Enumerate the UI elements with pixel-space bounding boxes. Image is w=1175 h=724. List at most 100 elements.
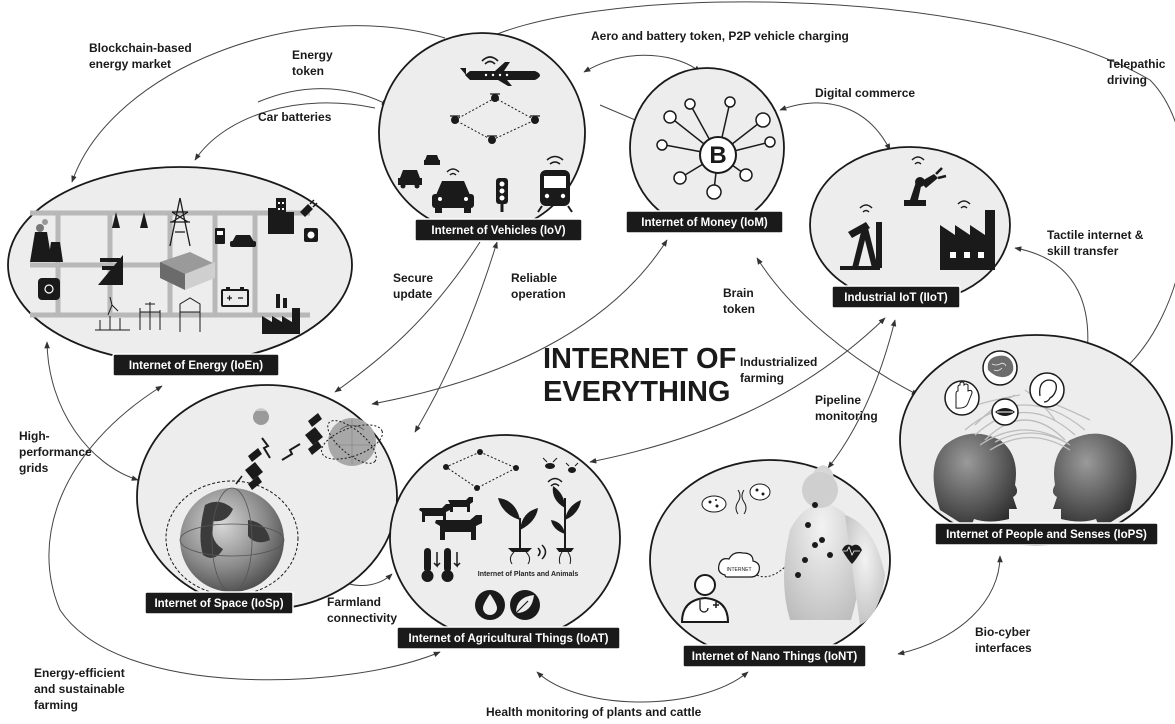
circuit-chip-icon	[38, 278, 60, 300]
doctor-icon	[680, 574, 730, 623]
label-blockchain-1: Blockchain-based	[89, 41, 192, 55]
link-blockchain-arc	[71, 25, 446, 183]
iosp-icons	[165, 408, 383, 596]
label-iom: Internet of Money (IoM)	[625, 210, 784, 234]
center-title: INTERNET OF EVERYTHING	[543, 343, 736, 408]
link-iov-iom	[599, 104, 641, 123]
label-secure-update-1: Secure	[393, 271, 433, 285]
brain-icon	[982, 350, 1018, 386]
signal-icon	[537, 477, 563, 560]
label-digital-commerce: Digital commerce	[815, 86, 915, 100]
label-ioat: Internet of Agricultural Things (IoAT)	[396, 626, 621, 650]
label-industrialized-2: farming	[740, 371, 784, 385]
link-labels: Blockchain-based energy market Energy to…	[19, 29, 1166, 719]
label-industrialized-1: Industrialized	[740, 355, 817, 369]
label-secure-update-2: update	[393, 287, 433, 301]
node-labels: Internet of Vehicles (IoV) Internet of M…	[112, 210, 1159, 668]
label-high-perf-1: High-	[19, 429, 50, 443]
iiot-bubble	[809, 146, 1011, 304]
label-energy-efficient-2: and sustainable	[34, 682, 125, 696]
link-pipeline-arc	[827, 319, 897, 469]
link-energy-efficient-arc	[48, 385, 441, 681]
ioat-icons: Internet of Plants and Animals	[419, 449, 581, 620]
ear-icon	[1029, 372, 1065, 408]
label-farmland-2: connectivity	[327, 611, 397, 625]
label-reliable-1: Reliable	[511, 271, 557, 285]
label-pipeline-2: monitoring	[815, 409, 878, 423]
iont-title: Internet of Nano Things (IoNT)	[692, 651, 858, 663]
ev-charger-icon	[215, 228, 256, 247]
link-high-perf-arc	[44, 341, 139, 481]
iom-title: Internet of Money (IoM)	[641, 217, 768, 229]
center-title-line-2: EVERYTHING	[543, 376, 730, 408]
link-iov-iosp	[334, 241, 481, 393]
wind-turbine-icon	[112, 212, 148, 228]
label-energy-token-1: Energy	[292, 48, 333, 62]
iops-bubble	[899, 334, 1173, 546]
factory-icon	[940, 200, 995, 270]
city-icon	[268, 198, 294, 234]
label-energy-token-2: token	[292, 64, 324, 78]
label-energy-efficient-1: Energy-efficient	[34, 666, 125, 680]
link-bio-cyber-arc	[897, 555, 1003, 656]
label-iops: Internet of People and Senses (IoPS)	[934, 522, 1159, 546]
bacteria-icon	[701, 483, 771, 515]
car-small-icon	[398, 155, 440, 189]
svg-text:B: B	[709, 142, 726, 169]
connections	[44, 1, 1175, 703]
bitcoin-network-icon: B	[656, 96, 776, 200]
earth-globe-icon	[165, 480, 299, 596]
satellite-icon	[235, 413, 323, 490]
oil-pump-icon	[840, 204, 882, 270]
link-health-arc	[536, 671, 749, 703]
car-icon	[432, 168, 474, 213]
dam-icon	[98, 255, 123, 285]
label-iont: Internet of Nano Things (IoNT)	[682, 644, 867, 668]
leaf-icon	[510, 590, 540, 620]
link-telepathic-arc	[474, 1, 1175, 383]
internet-cloud-icon: INTERNET	[718, 552, 786, 578]
center-title-line-1: INTERNET OF	[543, 343, 736, 375]
ioat-bubble	[389, 434, 621, 642]
internet-cloud-label: INTERNET	[727, 567, 752, 573]
iops-title: Internet of People and Senses (IoPS)	[946, 529, 1147, 541]
small-planet-icon	[253, 408, 269, 425]
label-telepathic-2: driving	[1107, 73, 1147, 87]
label-farmland-1: Farmland	[327, 595, 381, 609]
label-reliable-2: operation	[511, 287, 566, 301]
label-brain-token-2: token	[723, 302, 755, 316]
iiot-title: Industrial IoT (IIoT)	[844, 292, 948, 304]
label-car-batteries: Car batteries	[258, 110, 332, 124]
mouth-icon	[991, 398, 1019, 426]
label-blockchain-2: energy market	[89, 57, 171, 71]
robot-arm-icon	[904, 156, 947, 206]
plant-icon	[498, 498, 538, 565]
label-pipeline-1: Pipeline	[815, 393, 861, 407]
drone-swarm-icon-2	[443, 449, 519, 491]
drone-swarm-icon	[450, 93, 540, 144]
solar-field-icon	[95, 296, 130, 331]
label-iiot: Industrial IoT (IIoT)	[831, 285, 961, 309]
cattle-icon	[419, 497, 482, 540]
head-right-icon	[1052, 433, 1137, 529]
label-tactile-1: Tactile internet &	[1047, 228, 1144, 242]
link-car-batteries-arc	[194, 102, 376, 161]
iont-icons: INTERNET	[680, 465, 885, 625]
industry-icon	[262, 294, 300, 334]
iiot-icons	[840, 156, 995, 270]
link-digital-commerce-arc	[779, 102, 891, 151]
iops-icons	[933, 350, 1137, 529]
label-tactile-2: skill transfer	[1047, 244, 1119, 258]
label-ioen: Internet of Energy (IoEn)	[112, 353, 280, 377]
traffic-light-icon	[496, 178, 508, 212]
battery-icon	[221, 287, 249, 307]
label-iov: Internet of Vehicles (IoV)	[414, 218, 583, 242]
nuclear-plant-icon	[30, 219, 63, 262]
train-icon	[537, 155, 573, 213]
human-body-icon	[784, 465, 885, 625]
label-telepathic-1: Telepathic	[1107, 57, 1166, 71]
label-brain-token-1: Brain	[723, 286, 754, 300]
battery-block-icon	[160, 252, 215, 290]
